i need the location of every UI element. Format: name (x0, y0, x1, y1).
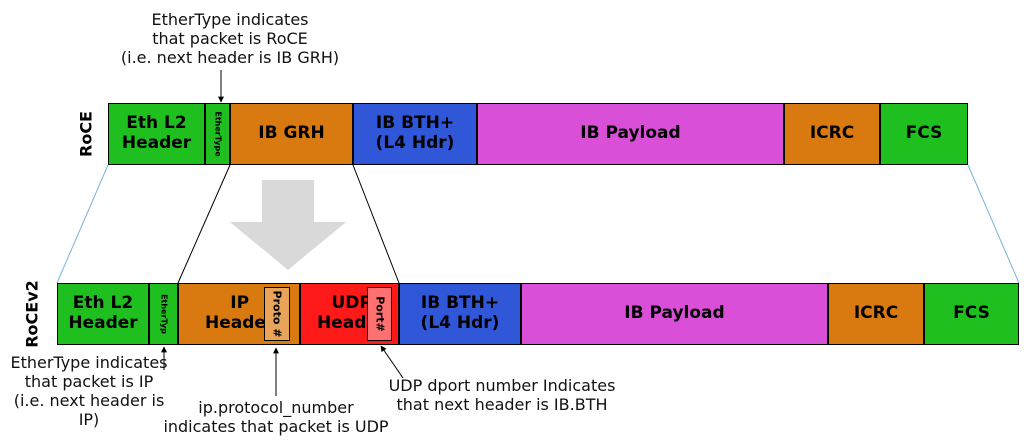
roce-ib-bth: IB BTH+ (L4 Hdr) (353, 103, 477, 165)
roce-icrc: ICRC (784, 103, 880, 165)
rocev2-ib-bth: IB BTH+ (L4 Hdr) (399, 283, 521, 345)
roce-fcs: FCS (880, 103, 968, 165)
annotation-udp-dport: UDP dport number Indicates that next hea… (388, 376, 616, 414)
roce-ib-payload: IB Payload (477, 103, 784, 165)
roce-ethertype-field: EtherType (205, 103, 230, 165)
roce-eth-l2-header: Eth L2 Header (108, 103, 205, 165)
rocev2-proto-field: Proto # (264, 287, 290, 341)
expand-line-grh-right (352, 164, 400, 284)
annotation-ip-protocol: ip.protocol_number indicates that packet… (163, 398, 389, 436)
expand-line-right (967, 164, 1020, 284)
rocev2-icrc: ICRC (828, 283, 924, 345)
row-label-roce: RoCE (76, 111, 96, 157)
rocev2-port-field: Port# (367, 287, 392, 341)
rocev2-eth-l2-header: Eth L2 Header (57, 283, 149, 345)
pointer-udp-dport (380, 345, 404, 379)
transform-arrow (230, 180, 346, 270)
rocev2-ethertype-field: EtherTyp (149, 283, 178, 345)
rocev2-ib-payload: IB Payload (521, 283, 828, 345)
annotation-v2-ethertype: EtherType indicates that packet is IP (i… (10, 353, 168, 429)
rocev2-fcs: FCS (924, 283, 1019, 345)
expand-line-grh-left (177, 164, 231, 284)
expand-line-left (56, 164, 109, 284)
annotation-roce-ethertype: EtherType indicates that packet is RoCE … (120, 10, 340, 67)
row-label-rocev2: RoCEv2 (22, 280, 42, 348)
roce-ib-grh: IB GRH (230, 103, 353, 165)
